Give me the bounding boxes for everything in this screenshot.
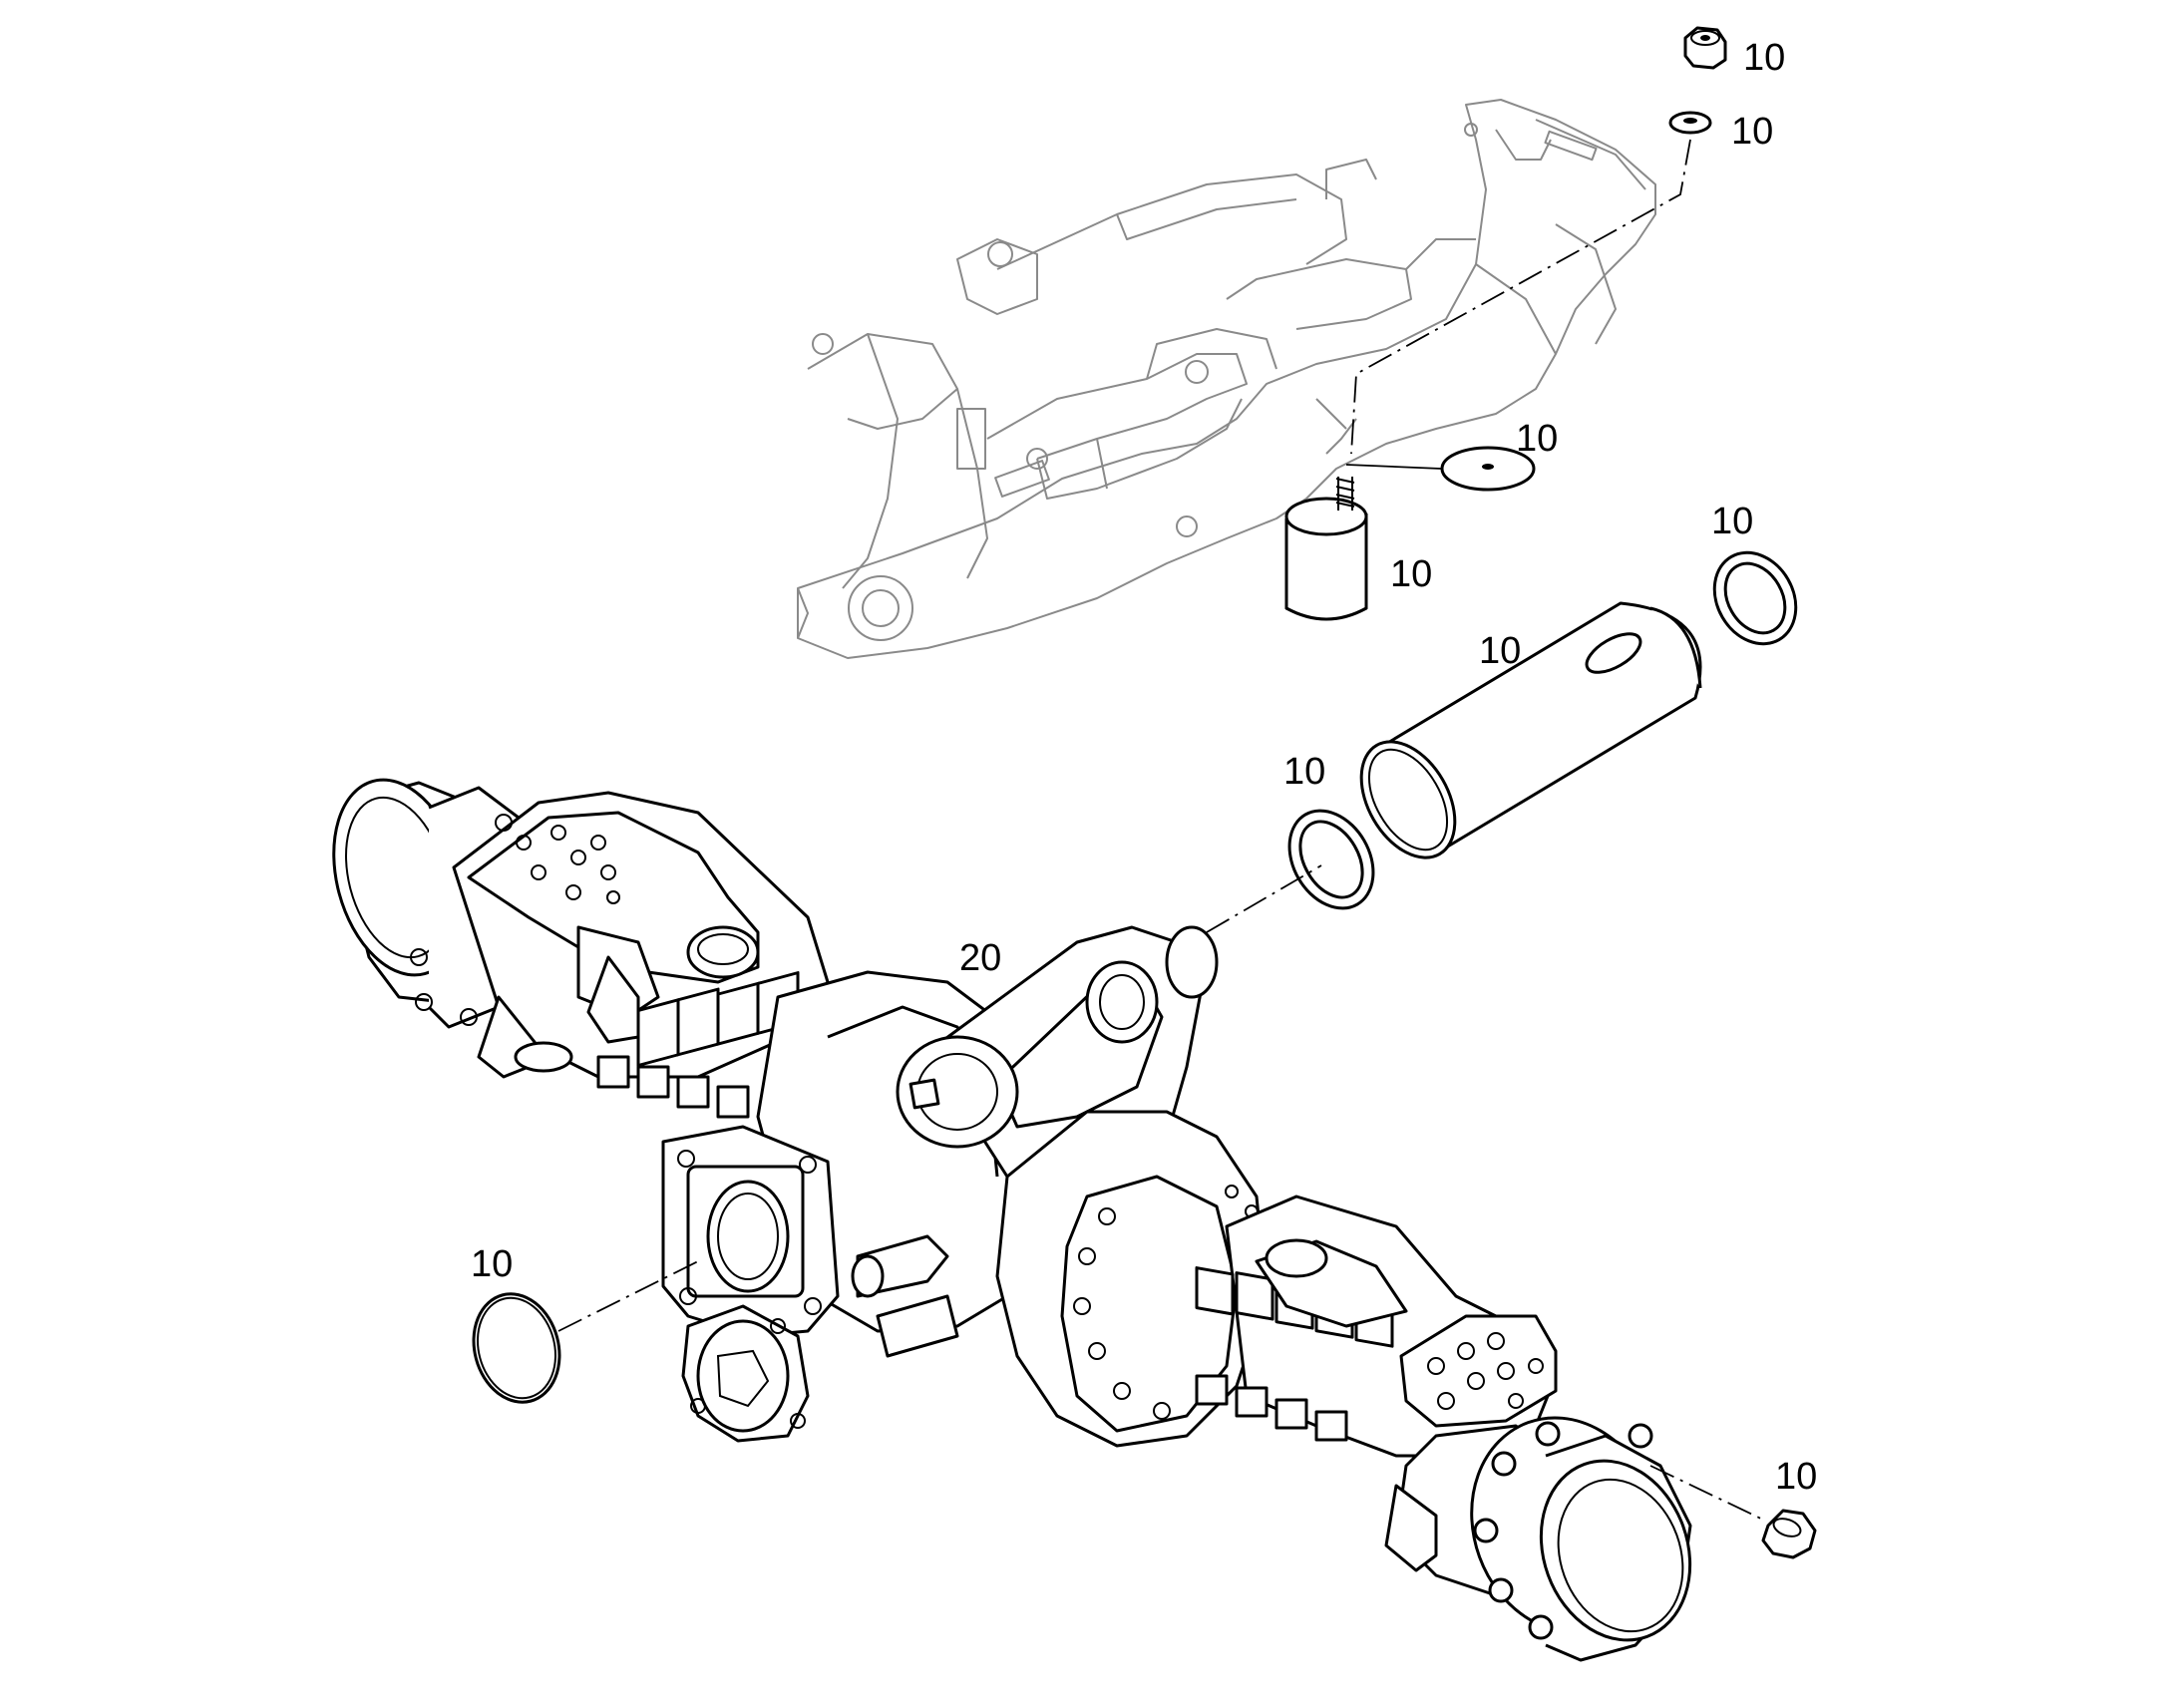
callout-oring: 10 [471,1243,513,1285]
rubber-mount [1284,477,1368,621]
callout-axle: 20 [959,937,1001,979]
disc-washer [1440,446,1536,492]
frame-nut [1683,26,1727,70]
o-ring [472,1292,561,1404]
callout-nut: 10 [1743,37,1785,79]
callout-rubber-mount: 10 [1390,553,1432,595]
callout-ring-left: 10 [1283,751,1325,793]
leader-line-pin-axis [1206,864,1322,933]
callout-disc-washer: 10 [1516,418,1558,460]
axle-assembly [332,778,1692,1662]
leader-line-oring-axis [557,1260,699,1332]
hub-nut [1761,1509,1817,1559]
callout-hub-nut: 10 [1775,1456,1817,1498]
callout-pin: 10 [1479,630,1521,672]
pivot-pin [1359,601,1702,859]
leader-line-hub-nut [1649,1465,1766,1522]
callout-washer: 10 [1731,111,1773,153]
tractor-frame [797,99,1656,659]
callout-ring-right: 10 [1711,501,1753,542]
ring-right [1712,550,1798,646]
leader-line-disc [1345,464,1442,470]
frame-washer [1668,111,1712,135]
